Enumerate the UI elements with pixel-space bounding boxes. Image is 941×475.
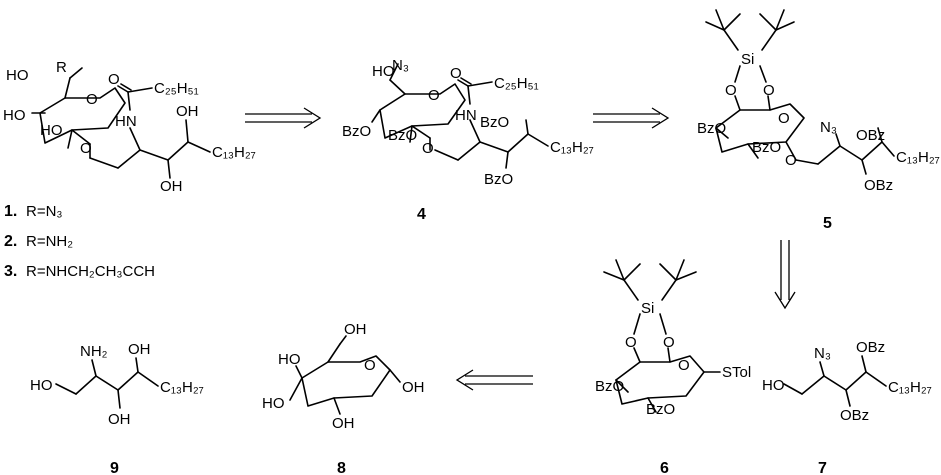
compound-6-si-o-4: O: [625, 334, 637, 351]
compound-4-bzo-4: BzO: [480, 114, 509, 131]
retro-arrow-6-to-8: [455, 369, 533, 391]
compound-5-si-o-6: O: [763, 82, 775, 99]
compound-label-9: 9: [110, 460, 119, 475]
compound-5-obz-3: OBz: [864, 177, 893, 194]
compound-5-si: Si: [741, 51, 754, 68]
compound-7-structure: HO N₃ OBz OBz C₁₃H₂₇: [762, 339, 932, 424]
list-text-3: R=NHCH₂CH₃CCH: [26, 263, 155, 280]
compound-4-bzo-3: BzO: [342, 123, 371, 140]
compound-7-ho: HO: [762, 377, 785, 394]
compound-5-bzo-3: BzO: [697, 120, 726, 137]
compound-7-obz-4: OBz: [856, 339, 885, 356]
compound-4-bzo-3-chain: BzO: [484, 171, 513, 188]
compound-8-ring-o: O: [364, 357, 376, 374]
retro-arrow-4-to-5: [593, 107, 670, 129]
compound-1-ring-o: O: [86, 91, 98, 108]
retro-arrow-5-to-7: [774, 240, 796, 310]
compound-8-ho-3: HO: [262, 395, 285, 412]
compound-7-n3: N₃: [814, 345, 831, 362]
compound-4-glycosidic-o: O: [422, 140, 434, 157]
compound-1-nh: HN: [115, 113, 137, 130]
compound-4-n3: N₃: [392, 57, 409, 74]
compound-6-stol: STol: [722, 364, 751, 381]
compound-7-c13h27: C₁₃H₂₇: [888, 379, 932, 396]
compound-4-carbonyl-o: O: [450, 65, 462, 82]
compound-5-ring-o: O: [778, 110, 790, 127]
compound-6-bzo-2: BzO: [646, 401, 675, 418]
retro-arrow-1-to-4: [245, 107, 322, 129]
compound-1-ho-6: HO: [6, 67, 29, 84]
compound-1-r-group: R: [56, 59, 67, 76]
compound-4-c13h27: C₁₃H₂₇: [550, 139, 594, 156]
compound-4-structure: HO N₃ BzO BzO O O HN O C₂₅H₅₁ BzO BzO C₁…: [342, 57, 594, 188]
compound-4-c25h51: C₂₅H₅₁: [494, 75, 539, 92]
compound-4-ring-o: O: [428, 87, 440, 104]
compound-1-ho-3: HO: [40, 122, 63, 139]
compound-8-oh-2: OH: [332, 415, 355, 432]
compound-label-4: 4: [417, 206, 426, 223]
compound-9-oh-4: OH: [128, 341, 151, 358]
compound-1-oh-3: OH: [160, 178, 183, 195]
compound-7-obz-3: OBz: [840, 407, 869, 424]
compound-4-ho: HO: [372, 63, 395, 80]
list-number-1: 1.: [4, 203, 17, 220]
list-number-3: 3.: [4, 263, 17, 280]
compound-1-c25h51: C₂₅H₅₁: [154, 80, 199, 97]
compound-5-n3: N₃: [820, 119, 837, 136]
compound-8-structure: HO OH HO O OH OH: [262, 321, 425, 432]
compound-1-glycosidic-o: O: [80, 140, 92, 157]
compound-1-c13h27: C₁₃H₂₇: [212, 144, 256, 161]
compound-1-ho-4: HO: [3, 107, 26, 124]
list-number-2: 2.: [4, 233, 17, 250]
compound-9-c13h27: C₁₃H₂₇: [160, 379, 204, 396]
list-text-1: R=N₃: [26, 203, 63, 220]
list-text-2: R=NH₂: [26, 233, 73, 250]
compound-8-oh-6: OH: [344, 321, 367, 338]
compound-9-oh-3: OH: [108, 411, 131, 428]
compound-9-structure: HO NH₂ OH OH C₁₃H₂₇: [30, 341, 204, 428]
compound-5-obz-4: OBz: [856, 127, 885, 144]
compound-5-structure: Si O O BzO BzO O O N₃ OBz OBz C₁₃H₂₇: [697, 9, 940, 194]
compound-9-nh2: NH₂: [80, 343, 108, 360]
compound-5-glycosidic-o: O: [785, 152, 797, 169]
compound-label-6: 6: [660, 460, 669, 475]
compound-6-structure: Si O O BzO BzO O STol: [595, 259, 751, 418]
compound-8-ho-4: HO: [278, 351, 301, 368]
compound-1-structure: R HO HO HO O O HN O C₂₅H₅₁ OH OH C₁₃H₂₇: [3, 59, 256, 195]
compound-6-bzo-3: BzO: [595, 378, 624, 395]
compound-5-c13h27: C₁₃H₂₇: [896, 149, 940, 166]
compound-label-8: 8: [337, 460, 346, 475]
compound-label-5: 5: [823, 215, 832, 232]
compound-5-bzo-2: BzO: [752, 139, 781, 156]
compound-5-si-o-4: O: [725, 82, 737, 99]
compound-1-carbonyl-o: O: [108, 71, 120, 88]
compound-1-oh-4: OH: [176, 103, 199, 120]
compound-label-7: 7: [818, 460, 827, 475]
compound-4-bzo-2: BzO: [388, 127, 417, 144]
compound-6-si: Si: [641, 300, 654, 317]
compound-6-ring-o: O: [678, 357, 690, 374]
compound-4-nh: HN: [455, 107, 477, 124]
compound-8-oh-1: OH: [402, 379, 425, 396]
compound-9-ho: HO: [30, 377, 53, 394]
compound-6-si-o-6: O: [663, 334, 675, 351]
substituent-list: 1. R=N₃ 2. R=NH₂ 3. R=NHCH₂CH₃CCH: [4, 203, 155, 280]
